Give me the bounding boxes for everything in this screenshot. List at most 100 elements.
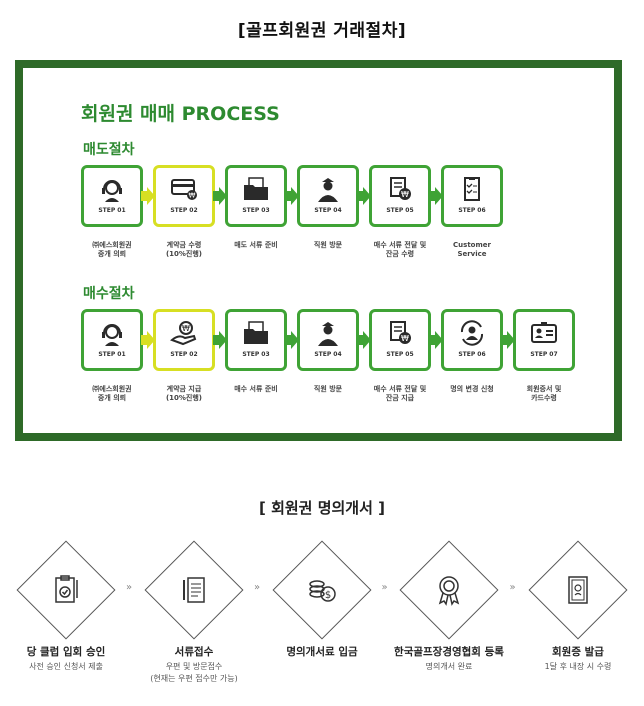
coins-icon: $ <box>302 570 342 610</box>
buy-step-3: STEP 03 매수 서류 준비 <box>225 309 287 393</box>
staff-icon <box>300 320 356 350</box>
buy-step-7: STEP 07 회원증서 및 카드수령 <box>513 309 575 402</box>
arrow-right-icon <box>285 187 299 205</box>
double-chevron-icon: » <box>126 582 133 593</box>
step-box: STEP 04 <box>297 165 359 227</box>
transfer-step-title: 한국골프장경영협회 등록 <box>394 646 504 658</box>
step-number: STEP 04 <box>314 207 342 214</box>
svg-text:₩: ₩ <box>189 192 196 200</box>
step-number: STEP 05 <box>386 207 414 214</box>
transfer-step-3: $ <box>272 540 372 640</box>
step-number: STEP 03 <box>242 351 270 358</box>
step-caption: 명의 변경 신청 <box>450 385 494 393</box>
sell-step-5: ₩ STEP 05 매수 서류 전달 및 잔금 수령 <box>369 165 431 258</box>
step-number: STEP 05 <box>386 351 414 358</box>
step-box: ₩ STEP 05 <box>369 165 431 227</box>
step-caption: ㈜에스회원권 중개 의뢰 <box>92 241 132 258</box>
svg-text:$: $ <box>325 590 331 601</box>
clipboard-check-icon <box>46 570 86 610</box>
certificate-icon <box>558 570 598 610</box>
step-box: STEP 06 <box>441 309 503 371</box>
transfer-step-desc: 사전 승인 신청서 제출 <box>29 662 103 671</box>
buy-step-1: STEP 01 ㈜에스회원권 중개 의뢰 <box>81 309 143 402</box>
svg-text:₩: ₩ <box>401 334 409 343</box>
folder-icon <box>228 320 284 350</box>
sell-step-1: STEP 01 ㈜에스회원권 중개 의뢰 <box>81 165 143 258</box>
step-number: STEP 06 <box>458 351 486 358</box>
arrow-right-icon <box>141 187 155 205</box>
transfer-step-1 <box>16 540 116 640</box>
sell-process-label: 매도절차 <box>83 142 135 158</box>
svg-text:₩: ₩ <box>401 190 409 199</box>
step-caption: 매수 서류 준비 <box>234 385 278 393</box>
step-caption: 계약금 수령 (10%진행) <box>165 241 203 258</box>
step-caption: 계약금 지급 (10%진행) <box>165 385 203 402</box>
step-caption: ㈜에스회원권 중개 의뢰 <box>92 385 132 402</box>
transfer-step-title: 서류접수 <box>174 646 214 658</box>
award-ribbon-icon <box>429 570 469 610</box>
double-chevron-icon: » <box>381 582 388 593</box>
svg-text:₩: ₩ <box>182 324 190 333</box>
arrow-right-icon <box>357 331 371 349</box>
document-won-icon: ₩ <box>372 320 428 350</box>
headset-icon <box>84 176 140 206</box>
double-chevron-icon: » <box>254 582 261 593</box>
step-caption: 매도 서류 준비 <box>234 241 278 249</box>
step-box: ₩ STEP 05 <box>369 309 431 371</box>
step-box: STEP 03 <box>225 309 287 371</box>
step-caption: 회원증서 및 카드수령 <box>526 385 562 402</box>
step-number: STEP 02 <box>170 351 198 358</box>
step-number: STEP 03 <box>242 207 270 214</box>
hand-coin-icon: ₩ <box>156 320 212 350</box>
member-card-icon <box>516 320 572 350</box>
transfer-step-4 <box>399 540 499 640</box>
transfer-step-title: 당 클럽 입회 승인 <box>26 646 106 658</box>
buy-step-6: STEP 06 명의 변경 신청 <box>441 309 503 393</box>
transfer-step-2 <box>144 540 244 640</box>
user-transfer-icon <box>444 320 500 350</box>
arrow-right-icon <box>285 331 299 349</box>
folder-icon <box>228 176 284 206</box>
step-box: ₩ STEP 02 <box>153 165 215 227</box>
transfer-step-desc: 우편 및 방문접수 (현재는 우편 접수만 가능) <box>150 662 238 683</box>
document-pen-icon <box>174 570 214 610</box>
headset-icon <box>84 320 140 350</box>
step-box: ₩ STEP 02 <box>153 309 215 371</box>
transfer-step-title: 명의개서료 입금 <box>286 646 358 658</box>
transfer-step-title: 회원증 발급 <box>552 646 604 658</box>
step-caption: Customer Service <box>453 241 491 258</box>
checklist-icon <box>444 176 500 206</box>
arrow-right-icon <box>501 331 515 349</box>
step-caption: 매수 서류 전달 및 잔금 수령 <box>373 241 427 258</box>
process-heading: 회원권 매매 PROCESS <box>81 103 280 125</box>
step-number: STEP 02 <box>170 207 198 214</box>
arrow-right-icon <box>141 331 155 349</box>
step-box: STEP 01 <box>81 165 143 227</box>
document-won-icon: ₩ <box>372 176 428 206</box>
step-number: STEP 01 <box>98 351 126 358</box>
buy-step-2: ₩ STEP 02 계약금 지급 (10%진행) <box>153 309 215 402</box>
sell-step-4: STEP 04 직원 방문 <box>297 165 359 249</box>
card-icon: ₩ <box>156 176 212 206</box>
buy-step-4: STEP 04 직원 방문 <box>297 309 359 393</box>
arrow-right-icon <box>213 331 227 349</box>
step-caption: 직원 방문 <box>313 241 343 249</box>
step-caption: 직원 방문 <box>313 385 343 393</box>
buy-process-label: 매수절차 <box>83 286 135 302</box>
arrow-right-icon <box>429 187 443 205</box>
double-chevron-icon: » <box>509 582 516 593</box>
sell-step-3: STEP 03 매도 서류 준비 <box>225 165 287 249</box>
arrow-right-icon <box>213 187 227 205</box>
step-box: STEP 04 <box>297 309 359 371</box>
step-number: STEP 07 <box>530 351 558 358</box>
process-panel-inner: 회원권 매매 PROCESS 매도절차 STEP 01 ㈜에스회원권 중개 의뢰 ₩… <box>23 68 614 433</box>
step-box: STEP 07 <box>513 309 575 371</box>
page-title: [골프회원권 거래절차] <box>237 21 407 41</box>
step-box: STEP 03 <box>225 165 287 227</box>
transfer-step-5 <box>528 540 628 640</box>
sell-step-2: ₩ STEP 02 계약금 수령 (10%진행) <box>153 165 215 258</box>
step-number: STEP 01 <box>98 207 126 214</box>
arrow-right-icon <box>357 187 371 205</box>
